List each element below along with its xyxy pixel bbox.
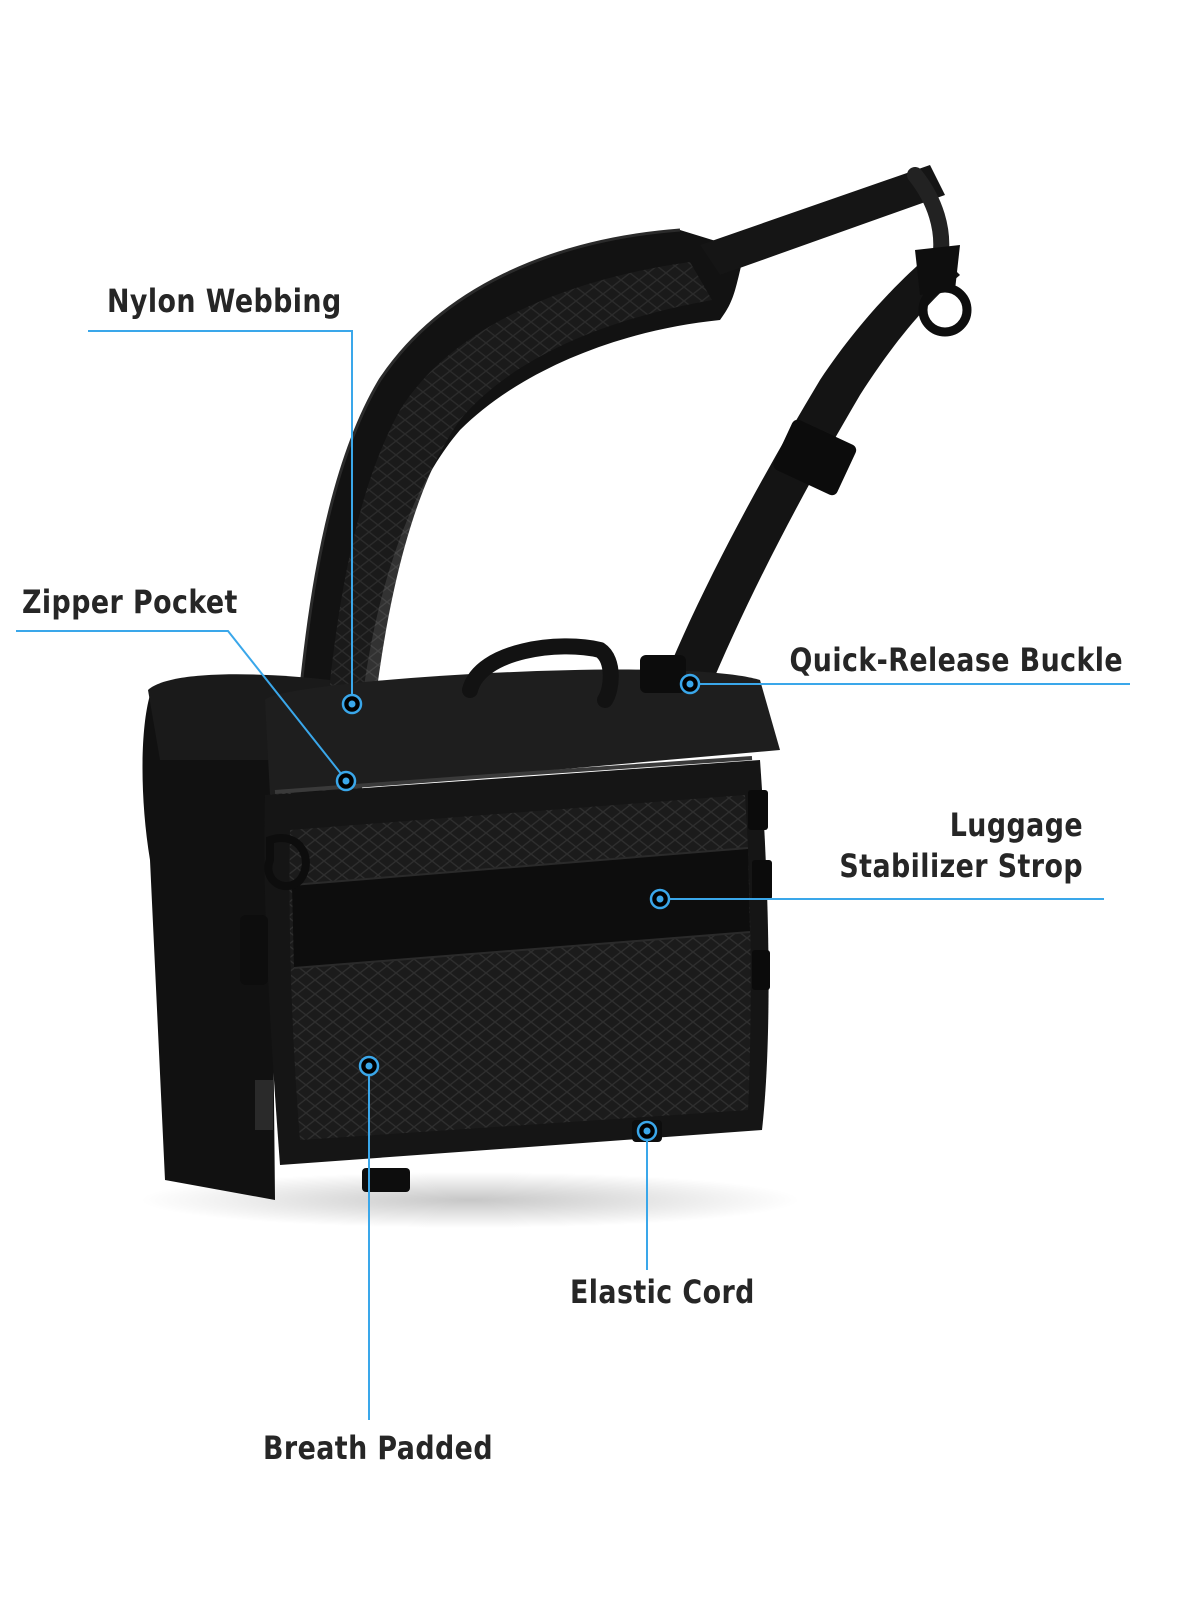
dot-quick-release-buckle — [679, 673, 701, 695]
label-luggage-line1: Luggage — [949, 806, 1083, 844]
label-luggage-line2: Stabilizer Strop — [839, 847, 1083, 886]
leader-zipper-pocket — [16, 630, 347, 781]
leader-nylon-webbing — [88, 330, 353, 703]
shoulder-strap — [288, 228, 745, 831]
bag-body — [142, 638, 780, 1200]
callout-dots — [335, 673, 701, 1142]
callout-lines — [16, 330, 1130, 1420]
ground-shadow — [140, 1172, 800, 1228]
label-quick-release-buckle: Quick-Release Buckle — [789, 641, 1123, 679]
nylon-webbing-strap — [660, 165, 972, 700]
label-breath-padded: Breath Padded — [263, 1429, 493, 1467]
label-elastic-cord: Elastic Cord — [570, 1273, 755, 1311]
dot-luggage-stabilizer — [649, 888, 671, 910]
dot-breath-padded — [358, 1055, 380, 1077]
label-luggage-stabilizer-strop: Luggage Stabilizer Strop — [839, 806, 1083, 886]
dot-zipper-pocket — [335, 770, 357, 792]
label-zipper-pocket: Zipper Pocket — [22, 583, 238, 621]
dot-nylon-webbing — [341, 693, 363, 715]
label-nylon-webbing: Nylon Webbing — [107, 282, 342, 320]
dot-elastic-cord — [636, 1120, 658, 1142]
